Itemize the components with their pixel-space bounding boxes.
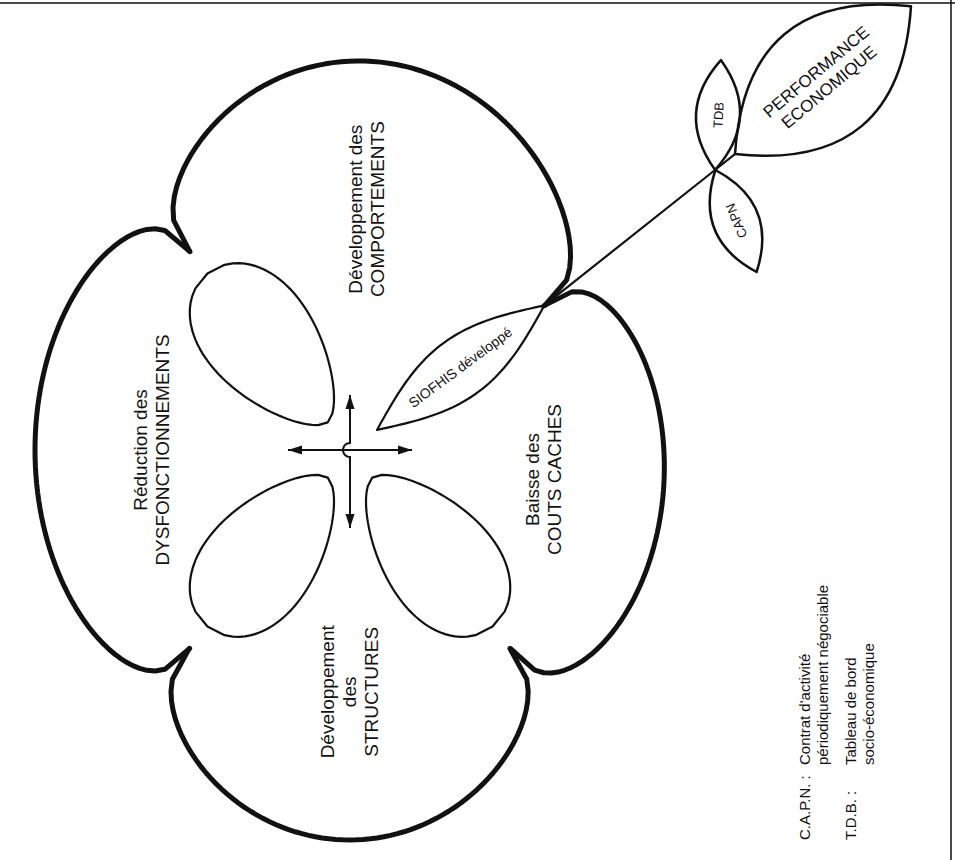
inner-petal xyxy=(366,475,510,637)
hidden-cost-lobe: Baisse des COUTS CACHES xyxy=(412,287,669,678)
petal-group xyxy=(190,154,735,636)
double-arrow xyxy=(288,449,412,451)
leaf-outline xyxy=(694,161,778,280)
structure-lobe: Développement des STRUCTURES xyxy=(166,528,533,845)
node-text: Développement des STRUCTURES xyxy=(317,625,383,759)
contract-leaf: CAPN xyxy=(690,160,781,282)
dysfunction-lobe: Réduction des DYSFONCTIONNEMENTS xyxy=(30,224,288,676)
lobe-outline xyxy=(173,61,571,306)
abbreviation-definition: Tableau de bord socio-économique xyxy=(842,643,878,765)
double-arrow xyxy=(343,395,350,528)
node-text: Réduction des DYSFONCTIONNEMENTS xyxy=(130,334,174,566)
node-text: TDB xyxy=(710,102,726,129)
node-text: Baisse des COUTS CACHES xyxy=(522,404,566,555)
leaf-outline xyxy=(696,0,949,200)
plant-stem xyxy=(544,154,734,305)
frame-line xyxy=(950,0,952,860)
abbreviation-term: T.D.B. : xyxy=(842,789,860,840)
inner-petal xyxy=(377,305,544,430)
node-text: Développement des COMPORTEMENTS xyxy=(345,121,389,297)
abbreviation-definition: Contrat d'activité périodiquement négoci… xyxy=(796,583,832,765)
inner-petal xyxy=(190,263,334,425)
node-text: CAPN xyxy=(722,202,749,241)
lobe-outline xyxy=(35,229,190,671)
frame-line xyxy=(0,2,955,4)
performance-leaf: PERFORMANCE ECONOMIQUE xyxy=(693,0,951,203)
stem-label: SIOFHIS développé xyxy=(406,324,516,412)
inner-petal xyxy=(190,475,334,637)
lobe-outline xyxy=(510,292,664,673)
abbreviation-term: C.A.P.N. : xyxy=(796,775,814,840)
behaviour-lobe: Développement des COMPORTEMENTS xyxy=(168,56,576,395)
